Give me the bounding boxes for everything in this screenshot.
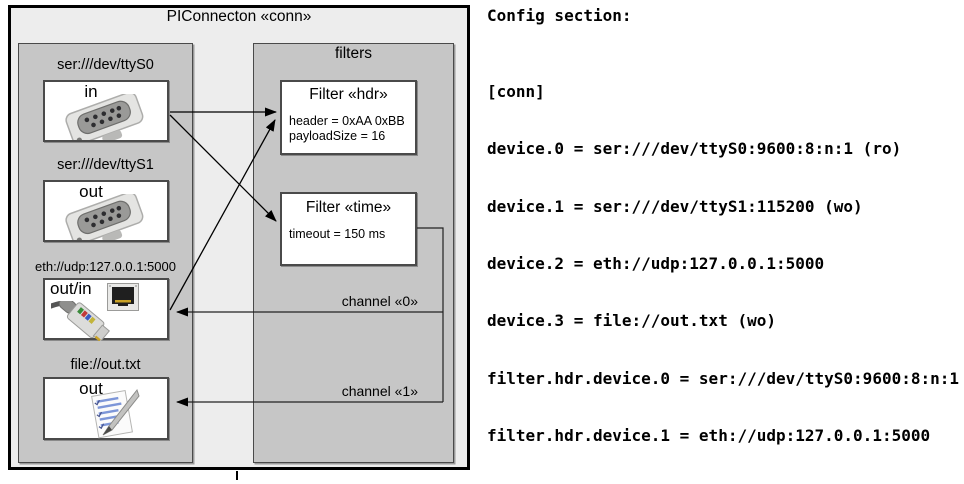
config-line: device.3 = file://out.txt (wo) (487, 311, 776, 331)
channel-1-label: channel «1» (341, 383, 418, 399)
config-section-title: Config section: (487, 6, 632, 25)
ethernet-port-icon (107, 283, 139, 311)
port-label: out/in (50, 279, 92, 298)
ethernet-plug-icon (51, 301, 110, 341)
device-label-file: file://out.txt (70, 357, 141, 373)
filters-group-title: filters (334, 45, 373, 62)
device-box-ttys0: in (43, 80, 169, 142)
tick-mark (236, 471, 238, 480)
filter-hdr-attr-header: header = 0xAA 0xBB (289, 114, 405, 128)
device-label-ttys0: ser:///dev/ttyS0 (57, 57, 154, 73)
config-line: device.2 = eth://udp:127.0.0.1:5000 (487, 254, 825, 274)
config-line: device.1 = ser:///dev/ttyS1:115200 (wo) (487, 196, 863, 216)
config-line: filter.hdr.device.1 = eth://udp:127.0.0.… (487, 425, 931, 445)
filter-hdr-attr-payloadsize: payloadSize = 16 (289, 129, 386, 143)
device-label-eth: eth://udp:127.0.0.1:5000 (35, 259, 176, 274)
config-line: device.0 = ser:///dev/ttyS0:9600:8:n:1 (… (487, 139, 902, 159)
device-box-ttys1: out (43, 180, 169, 242)
port-label: out (79, 379, 103, 398)
filter-time-attr-timeout: timeout = 150 ms (289, 227, 386, 241)
port-label: out (79, 182, 103, 201)
filter-time-title: Filter «time» (305, 199, 392, 216)
device-label-ttys1: ser:///dev/ttyS1 (57, 157, 154, 173)
config-line: [conn] (487, 82, 545, 102)
serial-connector-icon (65, 94, 144, 140)
serial-connector-icon (65, 194, 144, 240)
filter-hdr-title: Filter «hdr» (309, 86, 388, 103)
notepad-icon (91, 388, 140, 439)
config-line: filter.hdr.device.0 = ser:///dev/ttyS0:9… (487, 368, 960, 388)
port-label: in (84, 82, 98, 101)
device-box-file: out (43, 377, 169, 440)
device-box-eth: out/in (43, 278, 169, 341)
channel-0-label: channel «0» (341, 293, 418, 309)
filter-time-box: Filter «time» timeout = 150 ms (280, 192, 417, 266)
filter-hdr-box: Filter «hdr» header = 0xAA 0xBB payloadS… (280, 80, 417, 155)
config-section-body: [conn] device.0 = ser:///dev/ttyS0:9600:… (487, 44, 964, 484)
diagram-title: PIConnecton «conn» (166, 8, 312, 25)
